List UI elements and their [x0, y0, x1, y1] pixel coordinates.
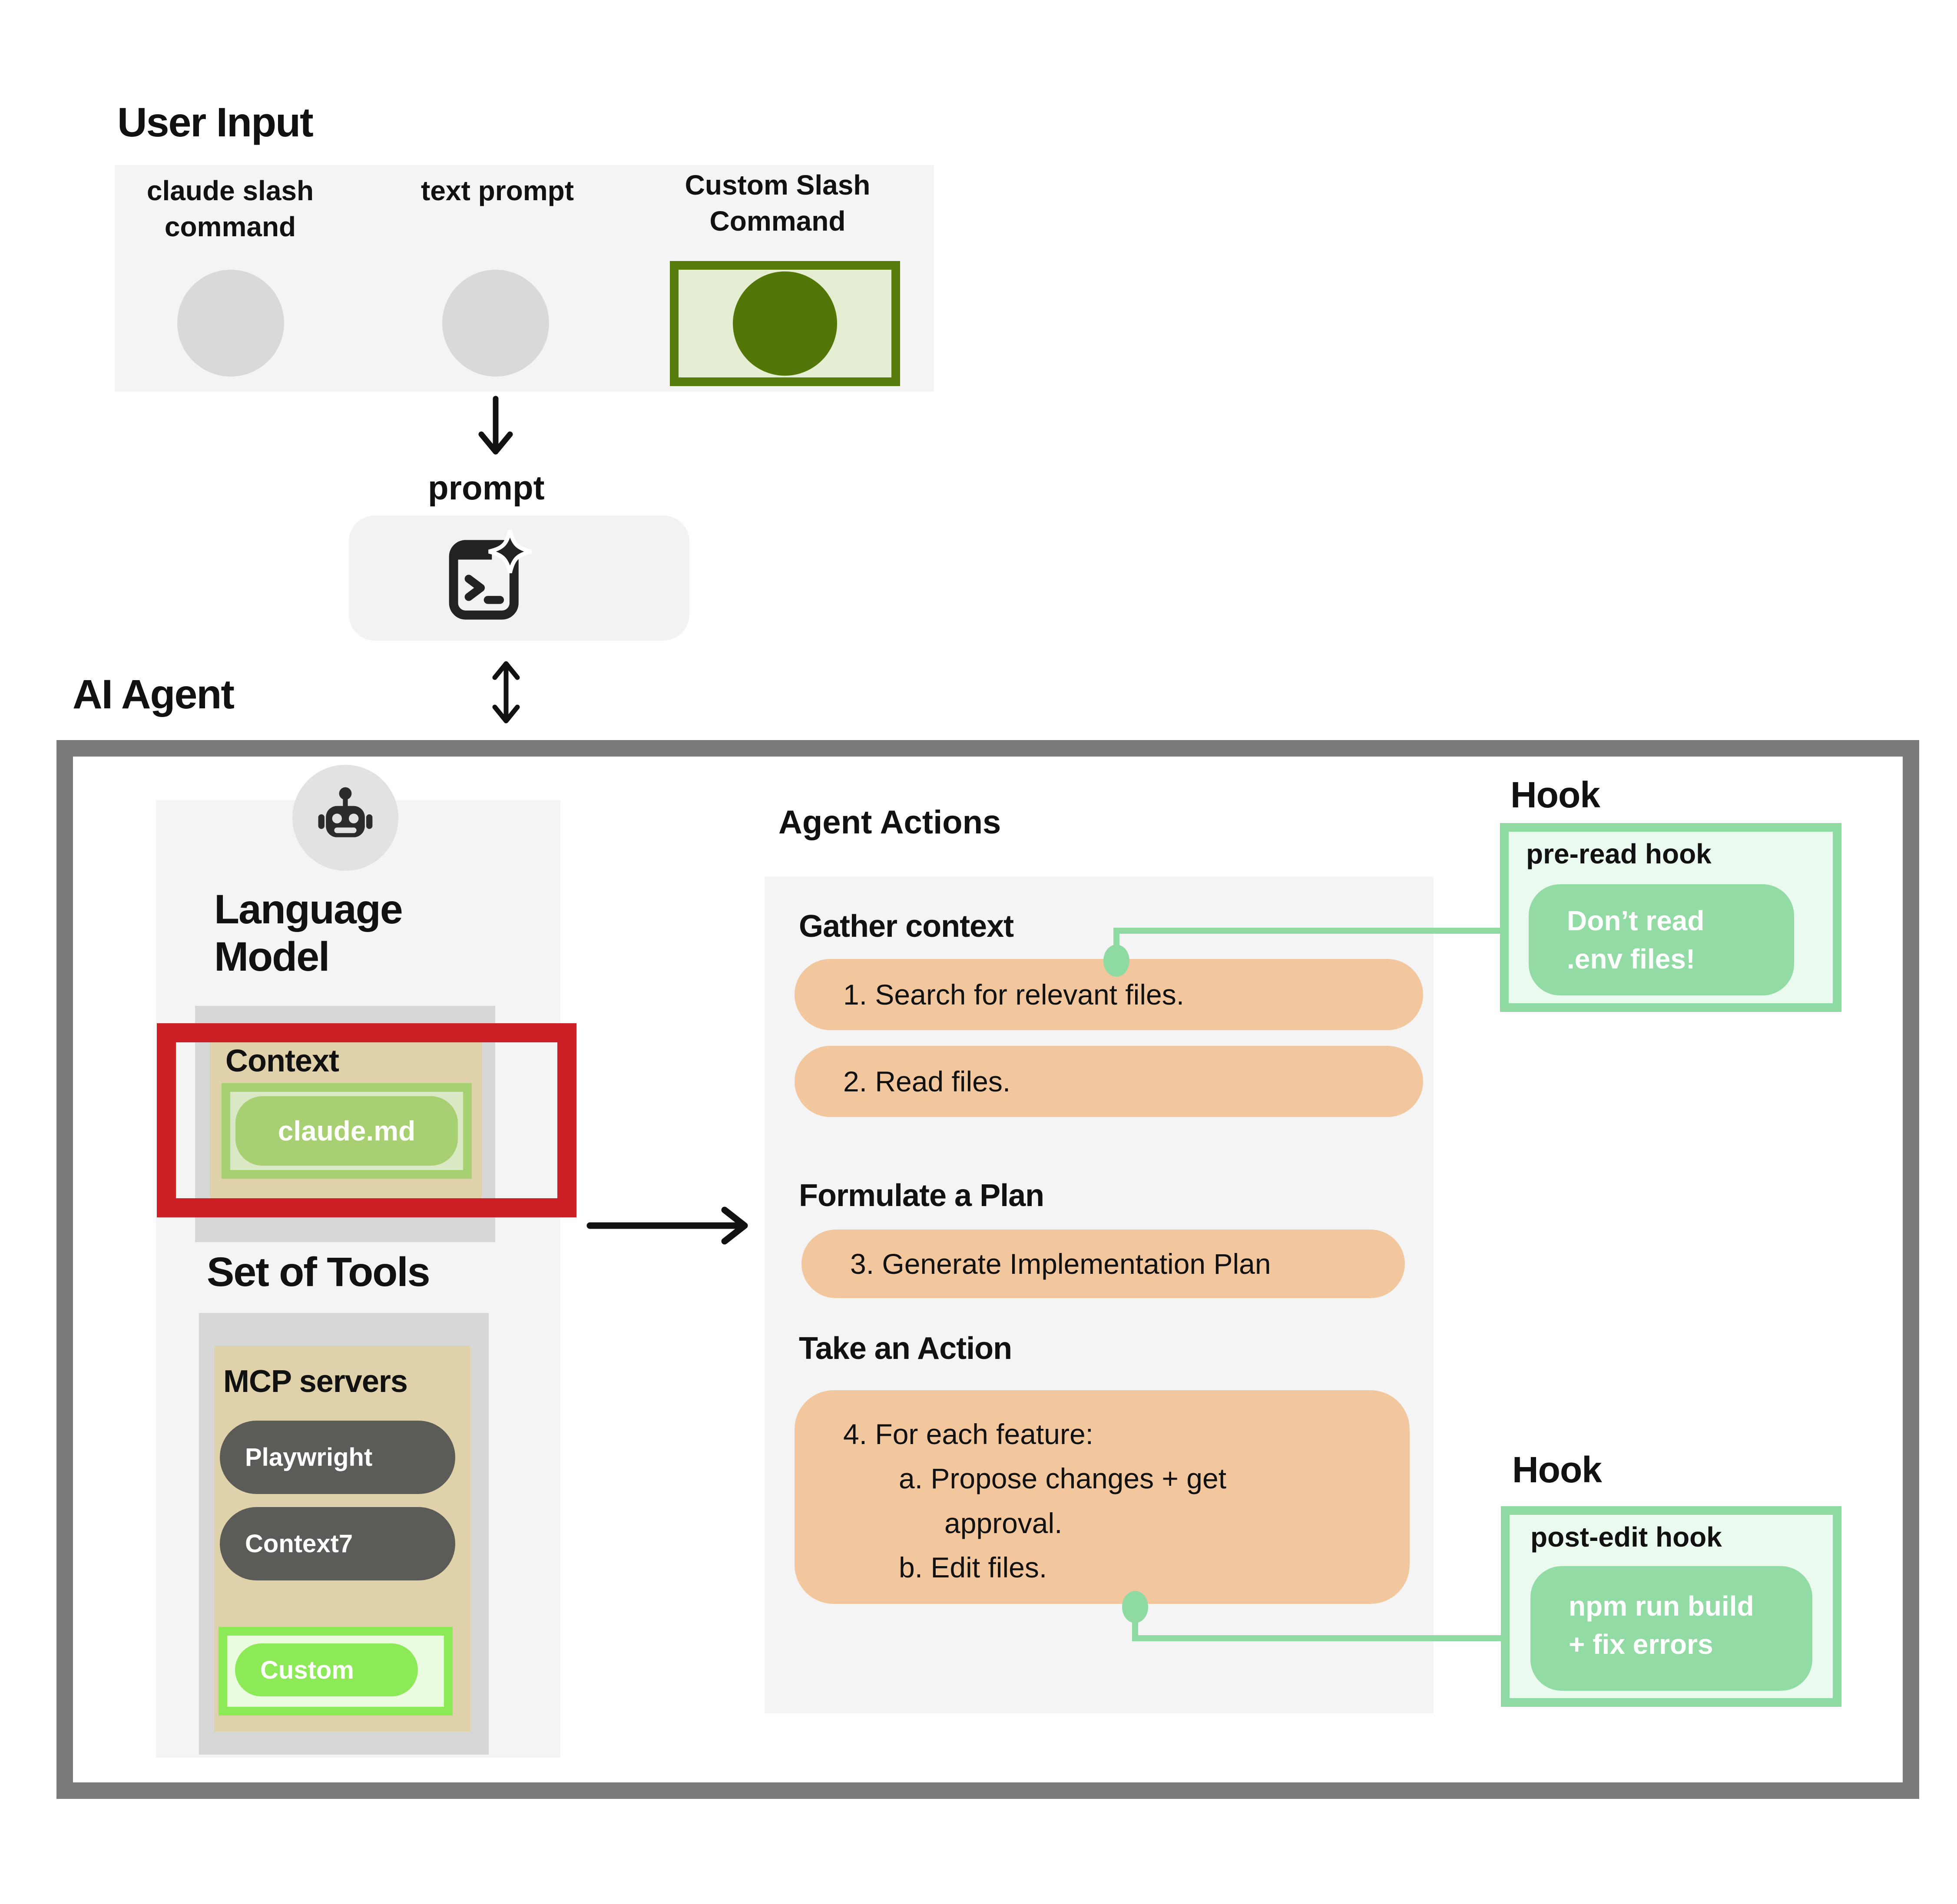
custom-slash-command-dot: [733, 271, 837, 376]
ai-agent-title: AI Agent: [73, 671, 235, 717]
prompt-script-icon: [437, 526, 538, 627]
text-prompt-dot: [442, 270, 549, 377]
step4-line: approval.: [944, 1507, 1063, 1539]
step4-line: 4. For each feature:: [843, 1418, 1093, 1450]
set-of-tools-title: Set of Tools: [207, 1249, 430, 1295]
claude-md-frame: claude.md: [222, 1083, 472, 1179]
ai-agent-box: [56, 740, 1919, 1799]
claude-slash-command-label: claude slash command: [146, 175, 314, 243]
custom-slash-command-box: [670, 261, 900, 386]
post-edit-hook-command: npm run build + fix errors: [1530, 1566, 1812, 1691]
mcp-server-custom-box: Custom: [219, 1627, 453, 1716]
mcp-server-context7: Context7: [220, 1507, 455, 1580]
step-search-files: 1. Search for relevant files.: [795, 959, 1423, 1030]
double-arrow-icon: [492, 661, 520, 724]
claude-md-pill: claude.md: [235, 1096, 458, 1166]
robot-icon: [318, 787, 373, 837]
text-prompt-label: text prompt: [421, 175, 574, 206]
language-model-title: Language Model: [214, 886, 403, 980]
step-generate-plan: 3. Generate Implementation Plan: [801, 1230, 1405, 1298]
pre-read-hook-label: pre-read hook: [1526, 838, 1712, 869]
gather-context-heading: Gather context: [799, 909, 1014, 944]
step-for-each-feature: 4. For each feature: a. Propose changes …: [795, 1390, 1410, 1604]
arrow-down-icon: [478, 396, 513, 455]
post-edit-hook-label: post-edit hook: [1530, 1521, 1722, 1553]
formulate-plan-heading: Formulate a Plan: [799, 1178, 1044, 1213]
hook-top-title: Hook: [1510, 774, 1600, 815]
post-edit-hook-box: post-edit hook npm run build + fix error…: [1501, 1506, 1841, 1707]
custom-slash-command-label: Custom Slash Command: [685, 169, 871, 237]
step4-line: b. Edit files.: [899, 1551, 1047, 1583]
pre-read-hook-command: Don’t read .env files!: [1529, 884, 1794, 995]
mcp-server-custom-pill: Custom: [235, 1643, 418, 1696]
mcp-servers-title: MCP servers: [223, 1364, 408, 1399]
context-highlight-red-box: [157, 1023, 576, 1217]
take-action-heading: Take an Action: [799, 1331, 1012, 1366]
claude-slash-command-dot: [177, 270, 284, 377]
step-read-files: 2. Read files.: [795, 1046, 1423, 1117]
hook-bottom-title: Hook: [1512, 1449, 1602, 1490]
prompt-label: prompt: [428, 469, 545, 507]
pre-read-hook-box: pre-read hook Don’t read .env files!: [1500, 823, 1841, 1012]
step4-line: a. Propose changes + get: [899, 1462, 1227, 1495]
prompt-box: [349, 516, 689, 641]
user-input-title: User Input: [117, 99, 314, 145]
mcp-server-playwright: Playwright: [220, 1421, 455, 1494]
agent-actions-title: Agent Actions: [778, 804, 1001, 841]
context-title: Context: [225, 1044, 339, 1078]
robot-avatar: [292, 765, 398, 871]
